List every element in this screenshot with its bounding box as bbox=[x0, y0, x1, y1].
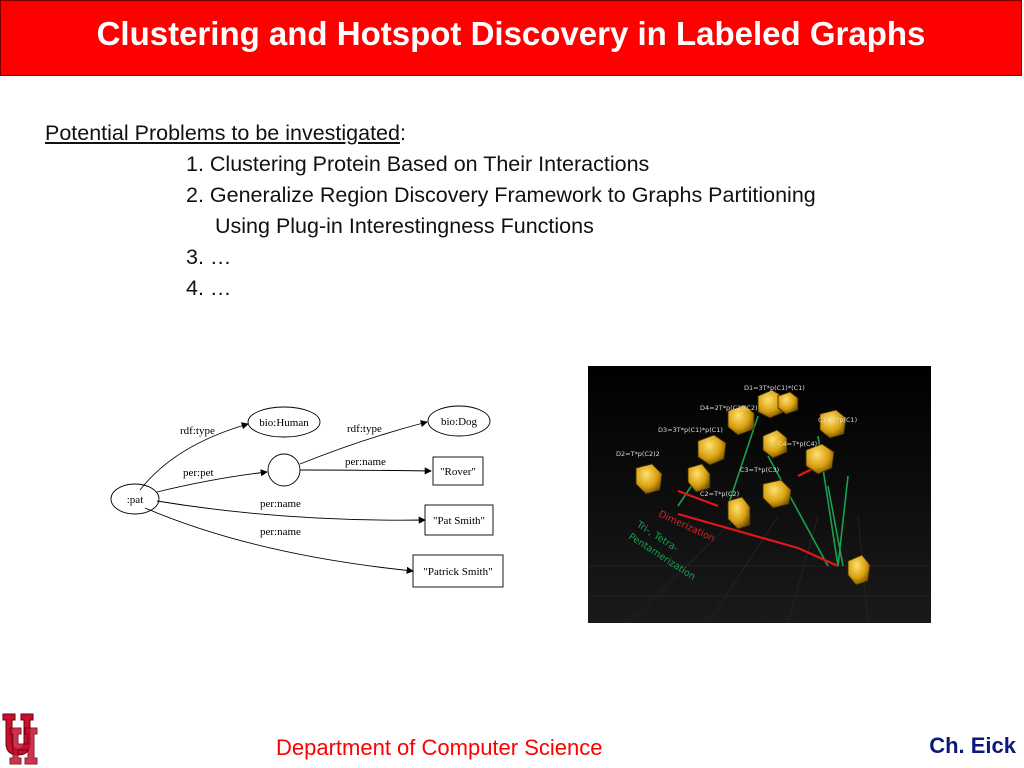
photo-label-c2: C2=T*p(C2) bbox=[700, 490, 739, 498]
photo-label-d2: D2=T*p(C2)2 bbox=[616, 450, 660, 458]
edge-label-rdf-type-1: rdf:type bbox=[180, 425, 215, 437]
node-rover bbox=[432, 456, 484, 486]
rdf-graph-diagram: :pat bio:Human bio:Dog "Rover" "Pat Smit… bbox=[110, 405, 504, 588]
slide-content: Potential Problems to be investigated: 1… bbox=[45, 118, 985, 304]
node-bio-dog bbox=[427, 405, 491, 437]
edge-per-pet bbox=[156, 469, 268, 493]
edge-per-name-patrick bbox=[144, 507, 414, 574]
problems-heading: Potential Problems to be investigated: bbox=[45, 118, 985, 149]
footer-department: Department of Computer Science bbox=[276, 735, 603, 760]
list-item: 1. Clustering Protein Based on Their Int… bbox=[186, 152, 650, 176]
node-bio-human bbox=[247, 406, 321, 438]
photo-label-d4: D4=2T*p(C2)(C2) bbox=[700, 404, 758, 412]
photo-label-d1: D1=3T*p(C1)*(C1) bbox=[744, 384, 805, 392]
node-pat-smith bbox=[424, 504, 494, 536]
title-bar: Clustering and Hotspot Discovery in Labe… bbox=[0, 0, 1022, 76]
edge-per-name-rover bbox=[299, 467, 432, 475]
node-pat-label: :pat bbox=[127, 494, 144, 506]
node-pat-smith-label: "Pat Smith" bbox=[433, 515, 485, 527]
photo-label-c3: C3=T*p(C3) bbox=[740, 466, 779, 474]
photo-label-c4: C4=T*p(C4) bbox=[778, 440, 817, 448]
edge-rdf-type-2 bbox=[299, 420, 428, 465]
list-item: 3. … bbox=[186, 245, 232, 269]
slide-title: Clustering and Hotspot Discovery in Labe… bbox=[96, 15, 926, 52]
node-blank bbox=[267, 453, 301, 487]
edge-label-per-name-1: per:name bbox=[345, 456, 386, 468]
list-item: 2. Generalize Region Discovery Framework… bbox=[186, 183, 816, 207]
node-bio-dog-label: bio:Dog bbox=[441, 416, 478, 428]
edge-per-name-pat bbox=[156, 500, 426, 524]
footer-author: Ch. Eick bbox=[929, 733, 1016, 758]
problem-list: 1. Clustering Protein Based on Their Int… bbox=[186, 149, 985, 304]
node-bio-human-label: bio:Human bbox=[259, 417, 309, 429]
photo-label-c1: C1=T*p(C1) bbox=[818, 416, 857, 424]
node-pat bbox=[110, 483, 160, 515]
edge-label-per-name-3: per:name bbox=[260, 526, 301, 538]
uh-logo bbox=[2, 713, 38, 765]
protein-aggregation-image: D1=3T*p(C1)*(C1) D4=2T*p(C2)(C2) C1=T*p(… bbox=[588, 366, 931, 623]
problems-heading-text: Potential Problems to be investigated bbox=[45, 121, 400, 145]
photo-label-d3: D3=3T*p(C1)*p(C1) bbox=[658, 426, 723, 434]
list-item-continuation: Using Plug-in Interestingness Functions bbox=[215, 214, 594, 238]
edge-rdf-type-1 bbox=[139, 422, 249, 491]
node-rover-label: "Rover" bbox=[440, 466, 476, 478]
edge-label-per-name-2: per:name bbox=[260, 498, 301, 510]
problems-heading-colon: : bbox=[399, 121, 406, 145]
edge-label-per-pet: per:pet bbox=[183, 467, 214, 479]
node-patrick-smith bbox=[412, 554, 504, 588]
node-patrick-smith-label: "Patrick Smith" bbox=[423, 566, 492, 578]
list-item: 4. … bbox=[186, 276, 232, 300]
edge-label-rdf-type-2: rdf:type bbox=[347, 423, 382, 435]
